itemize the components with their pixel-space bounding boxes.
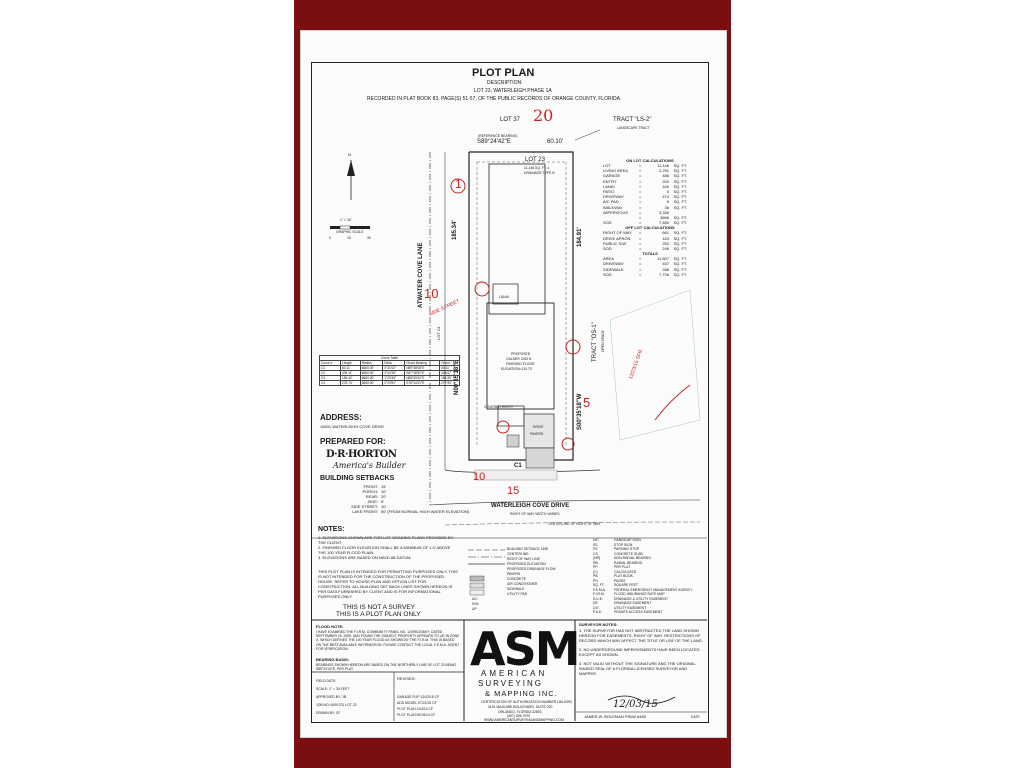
centerline-label: CENTERLINE OF RIGHT OF WAY [548,522,601,526]
reference-bearing: (REFERENCE BEARING) [478,134,518,138]
not-a-survey: THIS IS NOT A SURVEY [343,604,416,611]
setbacks-title: BUILDING SETBACKS [320,475,395,482]
date-label: DATE [691,715,700,719]
handwritten-10: 10 [424,286,439,301]
top-bearing: S89°24'42"E [477,139,511,145]
company-cert: CERTIFICATION OF AUTHORIZATION NUMBER LB… [481,700,572,704]
surveyor-notes: 1. THE SURVEYOR HAS NOT ABSTRACTED THE L… [579,628,703,676]
legend-left-abbr: A/C S/W UP [472,597,479,611]
job-info: FIELD DATE: SCALE: 1" = 30 FEET APPROVED… [316,679,357,715]
signed-date: 12/03/15 [613,699,658,710]
lot-23-label: LOT 23 [525,157,545,163]
company-line2: SURVEYING [478,679,543,688]
bearing-basis-title: BEARING BASIS: [316,657,350,662]
street-waterleigh: WATERLEIGH COVE DRIVE [491,503,570,509]
tract-ls2-label: TRACT "LS-2" [613,117,652,123]
dim-right: 184.91' [577,227,583,247]
surveyor-title: SURVEYOR NOTES: [579,622,618,627]
sheet-border [311,62,709,723]
landscape-tract-label: LANDSCAPE TRACT [617,126,650,130]
house-model: CALDER 2262 B [506,357,532,361]
description-label: DESCRIPTION: [487,80,523,86]
scale-30: 30 [367,236,371,240]
address-label: ADDRESS: [320,413,362,422]
legend-left: BUILDING SETBACK LINE CENTERLINE RIGHT O… [507,547,556,596]
covered-entry-label: COVERED ENTRY [484,405,514,409]
bearing-basis-text: BEARINGS SHOWN HEREON ARE BASED ON THE N… [316,663,457,672]
top-distance: 60.10' [547,139,564,145]
scale-note: 1" = 30' [340,218,352,222]
drive-label: DRIVE [533,425,544,429]
house-elevation: ELEVATION=110.70' [501,367,533,371]
handwritten-15: 15 [507,485,520,497]
handwritten-1: 1 [455,177,462,191]
curve-c1-label: C1 [514,463,522,469]
lot-23-drainage: DRAINAGE TYPE B [524,171,555,175]
page-title: PLOT PLAN [472,67,535,79]
notes-list: 1. ELEVATIONS SHOWN ARE FOR LOT GRADING … [318,535,454,560]
company-addr1: 3191 MAGUIRE BOULEVARD, SUITE 200 [488,705,553,709]
lot-37-label: LOT 37 [500,117,520,123]
plot-plan-only: THIS IS A PLOT PLAN ONLY [336,611,421,618]
pavers-label: PAVERS [530,432,544,436]
setbacks-list: FRONT:15' PORCH:10' REAR:20' SIDE:5' SID… [351,484,470,514]
lanai-label: LANAI [499,295,509,299]
surveyor-name: JAMES W. BOLEMAN PSM# 6485 [584,714,646,719]
flood-title: FLOOD NOTE: [316,624,344,629]
asm-logo: ASM [470,622,581,676]
graphic-scale-label: GRAPHIC SCALE [336,230,364,234]
lot-description: LOT 23, WATERLEIGH PHASE 1A [474,88,552,94]
open-space-label: OPEN SPACE [601,330,605,352]
lot-23-area: 11,146 SQ. FT. ± [524,166,550,170]
lot-24-label: LOT 24 [436,326,441,340]
dim-left: 185.34' [452,220,458,240]
house-proposed: PROPOSED [511,352,531,356]
scale-15: 15 [347,236,351,240]
row-width: RIGHT OF WAY WIDTH VARIES [510,512,560,516]
dr-horton-logo: D·R·HORTON [326,449,397,460]
notes-title: NOTES: [318,526,345,533]
company-web: WWW.AMERICANSURVEYINGANDMAPPING.COM [484,718,564,722]
company-line1: AMERICAN [481,669,548,678]
tract-os1-label: TRACT "OS-1" [592,322,598,362]
handwritten-10-bottom: 10 [473,471,486,483]
company-phone: (407) 426-7979 [507,714,531,718]
handwritten-20: 20 [533,106,554,125]
purpose-note: THIS PLOT PLAN IS INTENDED FOR PERMITTIN… [318,569,458,599]
company-addr2: ORLANDO, FLORIDA 32803 [498,710,542,714]
scale-0: 0 [329,236,331,240]
recorded-line: RECORDED IN PLAT BOOK 83, PAGE(S) 51-57,… [367,96,622,102]
north-label: N [348,152,351,157]
house-ffe: FINISHED FLOOR [506,362,535,366]
company-line3: & MAPPING INC. [485,689,558,698]
prepared-label: PREPARED FOR: [320,437,386,446]
americas-builder: America's Builder [333,461,406,470]
handwritten-5: 5 [583,395,591,410]
revisions: REVISED: GARAGE FLIP 12/02/15 CF ADD MOD… [397,676,440,717]
address-value: 15531 WATERLEIGH COVE DRIVE [320,424,385,429]
flood-text: I HAVE EXAMINED THE F.I.R.M. COMMUNITY P… [316,630,460,651]
